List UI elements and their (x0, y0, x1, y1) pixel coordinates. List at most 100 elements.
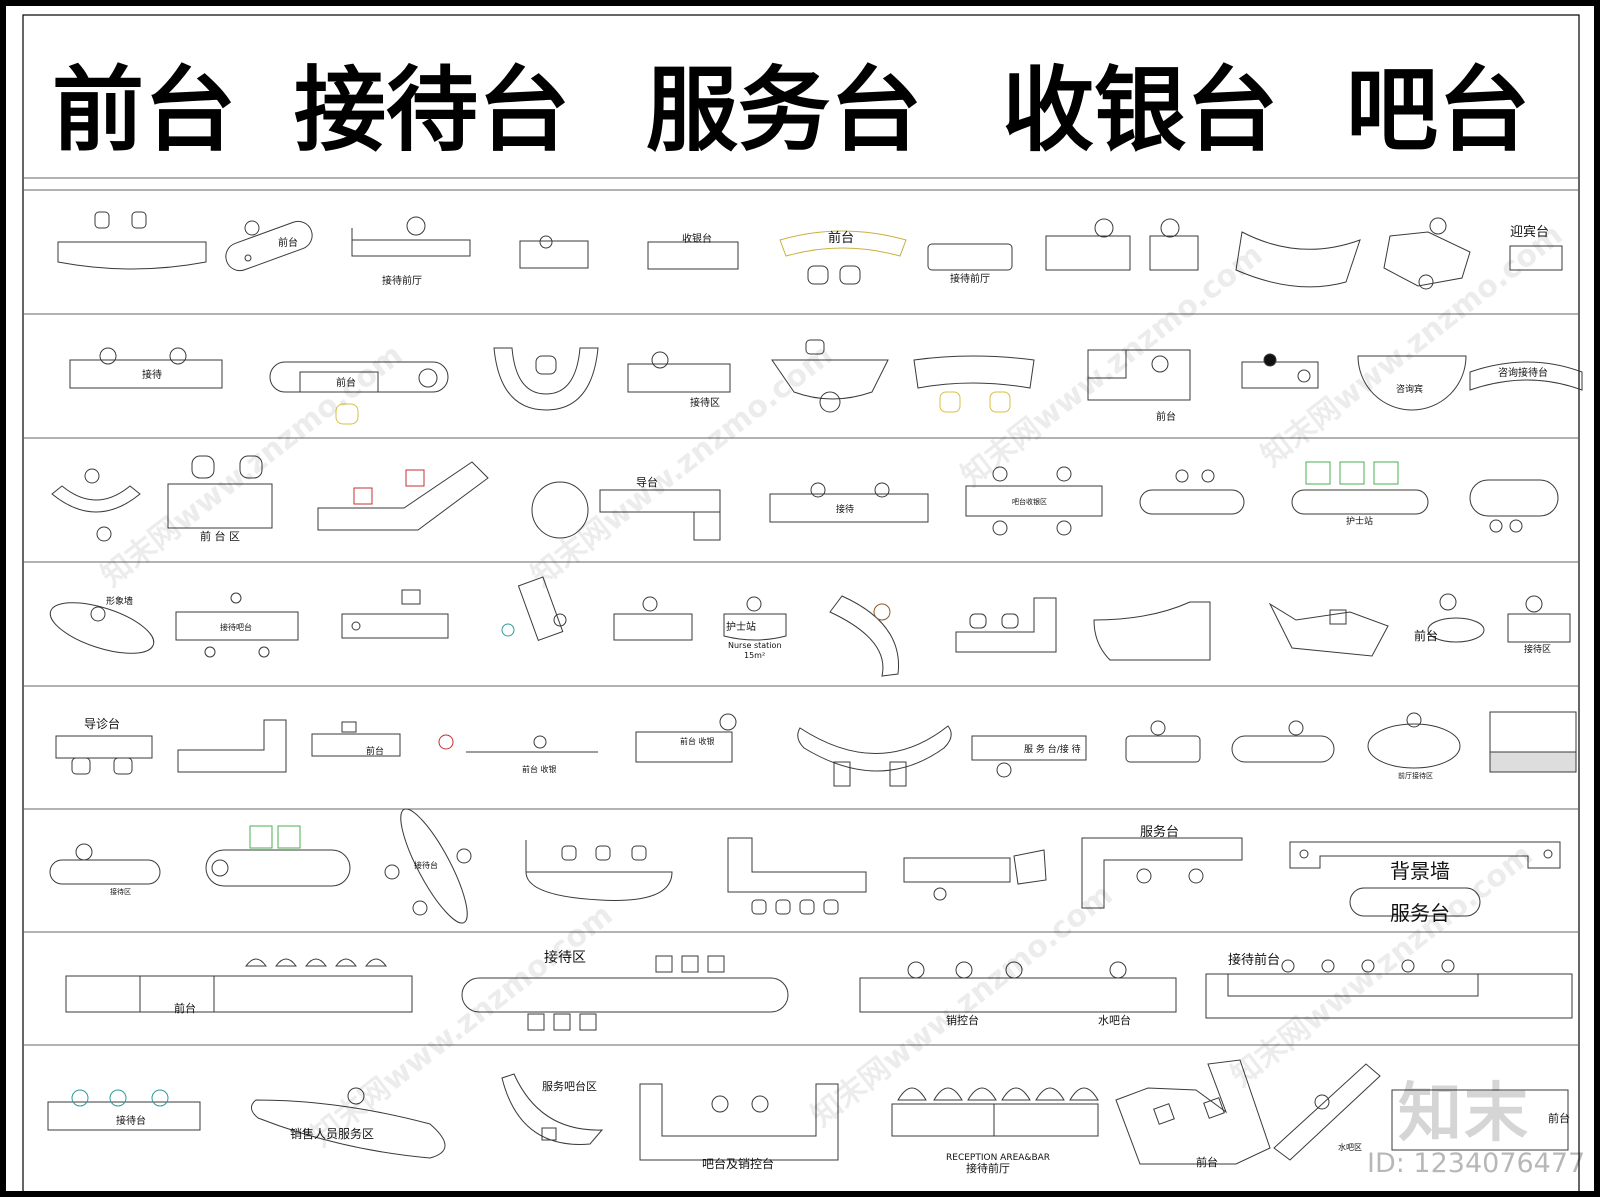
counter (519, 240, 589, 269)
label: 导诊台 (84, 716, 120, 731)
counter-rounded (461, 977, 789, 1013)
chair (335, 403, 359, 425)
label: 接待区 (544, 949, 586, 966)
label: 接待区 (690, 396, 720, 409)
stool (204, 646, 216, 658)
counter-inner (299, 371, 379, 393)
chair (631, 845, 647, 861)
counter (55, 735, 153, 759)
stool (553, 613, 567, 627)
chair (833, 761, 851, 787)
counter-rounded (1349, 887, 1481, 917)
chair (969, 613, 987, 629)
label: 咨询接待台 (1498, 366, 1548, 379)
counter-arch (1469, 361, 1583, 391)
person (907, 961, 925, 979)
monitor (401, 589, 421, 605)
person (1314, 1094, 1330, 1110)
chair (805, 339, 825, 355)
counter (627, 363, 731, 393)
label: 前台 收银 (522, 764, 557, 774)
stool (527, 1013, 545, 1031)
stool (655, 955, 673, 973)
stool (1489, 519, 1503, 533)
row-1 (57, 211, 1563, 290)
counter-boomerang (501, 1073, 604, 1145)
stool (258, 646, 270, 658)
row-6-labels: 接待区 接待台 服务台 背景墙 服务台 (110, 824, 1450, 925)
label: 吧台收银区 (1012, 497, 1047, 506)
label: 前台 (1196, 1155, 1218, 1169)
row-4 (49, 576, 1571, 677)
person (109, 1089, 127, 1107)
row-5-labels: 导诊台 前台 前台 收银 前台 收银 服 务 台/接 待 前厅接待区 (84, 716, 1433, 780)
counter-bent (1268, 602, 1389, 657)
label: 接待前台 (1228, 952, 1280, 968)
label: 接待前厅 (950, 272, 990, 285)
row-8 (47, 1059, 1569, 1165)
counter (1509, 245, 1563, 271)
label: 服务台 (1390, 901, 1450, 925)
counter (69, 359, 223, 389)
row-6 (49, 808, 1561, 924)
counter-rounded (1291, 489, 1429, 515)
plant-cluster (531, 481, 589, 539)
chair (989, 391, 1011, 413)
counter-wave (251, 1099, 446, 1159)
person (1094, 218, 1114, 238)
counter (927, 243, 1013, 271)
row-2-labels: 接待 前台 接待区 前台 咨询接待台 咨询宾 (142, 366, 1548, 423)
label: 接待前厅 (966, 1161, 1010, 1175)
counter (47, 1101, 201, 1131)
label: Nurse station (728, 641, 782, 650)
counter-diagonal (1273, 1063, 1381, 1161)
counter-curved (525, 840, 673, 901)
person (933, 887, 947, 901)
row-1-labels: 前台 接待前厅 收银台 前台 接待前厅 迎宾台 (278, 224, 1549, 287)
chair (535, 355, 557, 375)
label: 销售人员服务区 (290, 1126, 374, 1141)
counter-rotated (517, 576, 564, 642)
label: 水吧台 (1098, 1013, 1131, 1027)
counter (599, 489, 721, 513)
label: 接待区 (110, 887, 131, 896)
label: 前台 (366, 745, 384, 757)
person (1150, 720, 1166, 736)
title-word: 服务台 (646, 56, 922, 164)
label: 接待台 (414, 860, 438, 870)
label: 形象墙 (106, 595, 133, 607)
feature (541, 1127, 557, 1141)
counter-curved (913, 355, 1035, 389)
stool (707, 955, 725, 973)
row-3-labels: 前 台 区 导台 接待 吧台收银区 护士站 (200, 475, 1373, 543)
person (539, 235, 553, 249)
label: 前台 (1156, 410, 1176, 423)
counter-lshape (955, 597, 1057, 653)
label: 接待 (142, 368, 162, 381)
stool (456, 848, 472, 864)
person (746, 596, 762, 612)
person (406, 216, 426, 236)
person (1136, 868, 1152, 884)
counter (311, 733, 401, 757)
person (71, 1089, 89, 1107)
title-word: 前台 (52, 56, 236, 164)
counter-ellipse (49, 602, 155, 654)
label: 背景墙 (1390, 859, 1450, 883)
counter-ellipse (400, 808, 468, 924)
label: 接待区 (1524, 643, 1551, 655)
person (1418, 274, 1434, 290)
chair (897, 1087, 927, 1101)
chair (933, 1087, 963, 1101)
stool (1201, 469, 1215, 483)
counter-rounded (1139, 489, 1245, 515)
stool (992, 520, 1008, 536)
chair (1305, 461, 1331, 485)
chair (245, 958, 267, 967)
label: 咨询宾 (1396, 383, 1423, 395)
chair (967, 1087, 997, 1101)
stool (1321, 959, 1335, 973)
counter (647, 241, 739, 270)
person (642, 596, 658, 612)
plant (438, 734, 454, 750)
